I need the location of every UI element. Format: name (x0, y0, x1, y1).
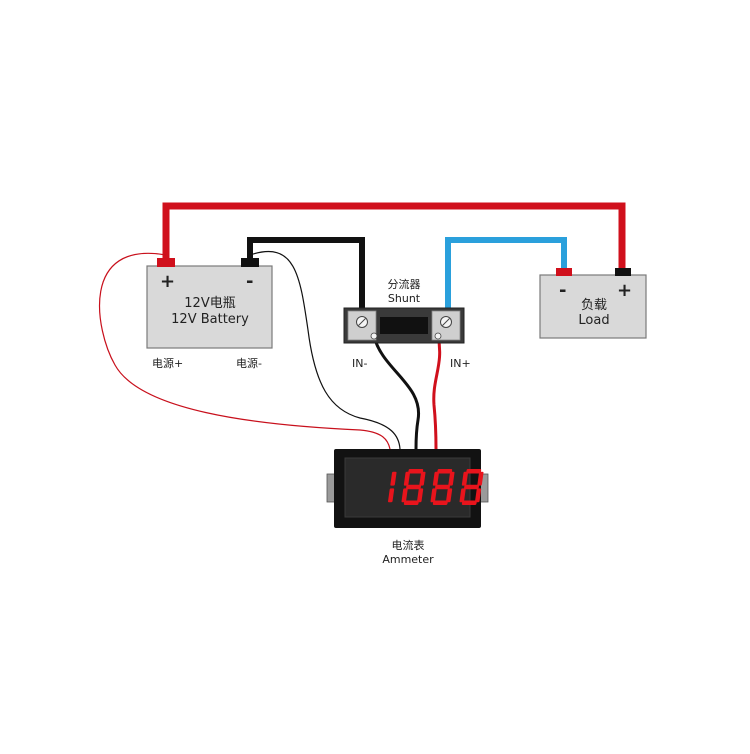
load: - + 负载 Load (539, 268, 647, 339)
shunt-left-sense-screw-icon (370, 332, 378, 340)
digit-segment (408, 469, 424, 474)
ammeter-power-positive-wire (98, 252, 391, 450)
digit-segment (466, 469, 482, 474)
negative-main-wire (247, 237, 365, 312)
load-plus-sign: + (617, 280, 632, 301)
load-return-wire (445, 237, 567, 312)
battery-name-en: 12V Battery (171, 312, 249, 327)
battery: + - 12V电瓶 12V Battery (146, 258, 273, 349)
shunt-in-plus-label: IN+ (450, 357, 471, 370)
digit-segment (403, 500, 419, 505)
battery-name-cn: 12V电瓶 (184, 296, 235, 311)
digit-segment (446, 488, 453, 503)
battery-positive-terminal (157, 258, 175, 267)
shunt-name-cn: 分流器 (388, 277, 421, 291)
digit-segment (448, 471, 455, 486)
battery-body (146, 265, 273, 349)
shunt-right-sense-screw-icon (434, 332, 442, 340)
shunt-name-en: Shunt (388, 292, 421, 305)
positive-main-wire (162, 202, 626, 270)
digit-segment (406, 484, 421, 490)
shunt: 分流器 Shunt (343, 277, 465, 344)
digit-segment (435, 484, 450, 490)
battery-negative-label: 电源- (236, 356, 262, 370)
digit-segment (475, 488, 482, 503)
shunt-sense-negative-wire (372, 335, 421, 450)
digit-segment (477, 471, 484, 486)
load-body (539, 274, 647, 339)
digit-segment (437, 469, 453, 474)
digit-segment (459, 488, 466, 503)
digit-segment (461, 471, 469, 486)
digit-segment (430, 488, 437, 503)
display-digit (430, 469, 455, 505)
display-digit (459, 469, 484, 505)
load-negative-terminal (556, 268, 572, 276)
battery-positive-label: 电源+ (152, 356, 183, 370)
digit-segment (403, 471, 411, 486)
shunt-sense-positive-wire (432, 335, 442, 450)
digit-segment (432, 471, 440, 486)
load-name-cn: 负载 (581, 298, 607, 313)
digit-segment (432, 500, 448, 505)
ammeter-name-en: Ammeter (382, 553, 434, 566)
digit-segment (388, 488, 395, 503)
shunt-resistor-slot (380, 317, 428, 334)
digit-segment (464, 484, 479, 490)
shunt-right-screw-slot (442, 318, 450, 326)
load-name-en: Load (578, 313, 609, 328)
digit-segment (401, 488, 408, 503)
battery-plus-sign: + (160, 271, 175, 292)
digit-segment (461, 500, 477, 505)
ammeter-name-cn: 电流表 (392, 538, 425, 552)
shunt-in-minus-label: IN- (352, 357, 367, 370)
shunt-left-screw-slot (358, 318, 366, 326)
display-digit (388, 471, 397, 503)
ammeter (326, 449, 489, 528)
load-minus-sign: - (559, 280, 566, 301)
ammeter-digit-display (388, 469, 484, 505)
battery-minus-sign: - (246, 271, 253, 292)
display-digit (401, 469, 426, 505)
digit-segment (419, 471, 426, 486)
load-positive-terminal (615, 268, 631, 276)
digit-segment (417, 488, 424, 503)
digit-segment (390, 471, 397, 486)
battery-negative-terminal (241, 258, 259, 267)
ammeter-power-negative-wire (249, 250, 401, 450)
